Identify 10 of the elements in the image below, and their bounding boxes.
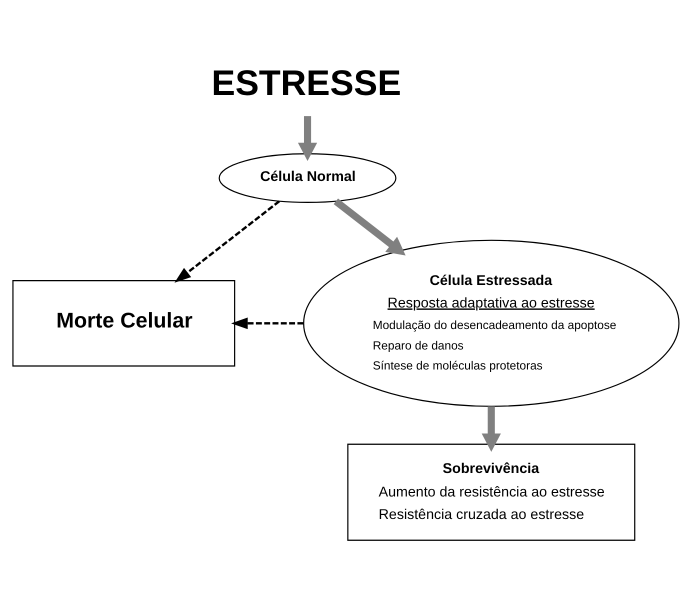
node-box: Morte Celular (12, 280, 236, 367)
node-ellipse: Célula Estressada Resposta adaptativa ao estresse Modulação do desencadeamento da apoptose Reparo de danos Síntese de moléculas protetoras (303, 240, 680, 407)
arrow (334, 198, 406, 256)
node-text: ESTRESSE (212, 63, 402, 104)
node-ellipse: Célula Normal (218, 153, 396, 203)
node-box: Sobrevivência Aumento da resistência ao estresse Resistência cruzada ao estresse (347, 444, 636, 541)
arrow (298, 116, 318, 162)
arrow (231, 318, 304, 330)
arrow (174, 200, 280, 283)
arrow (482, 406, 501, 452)
